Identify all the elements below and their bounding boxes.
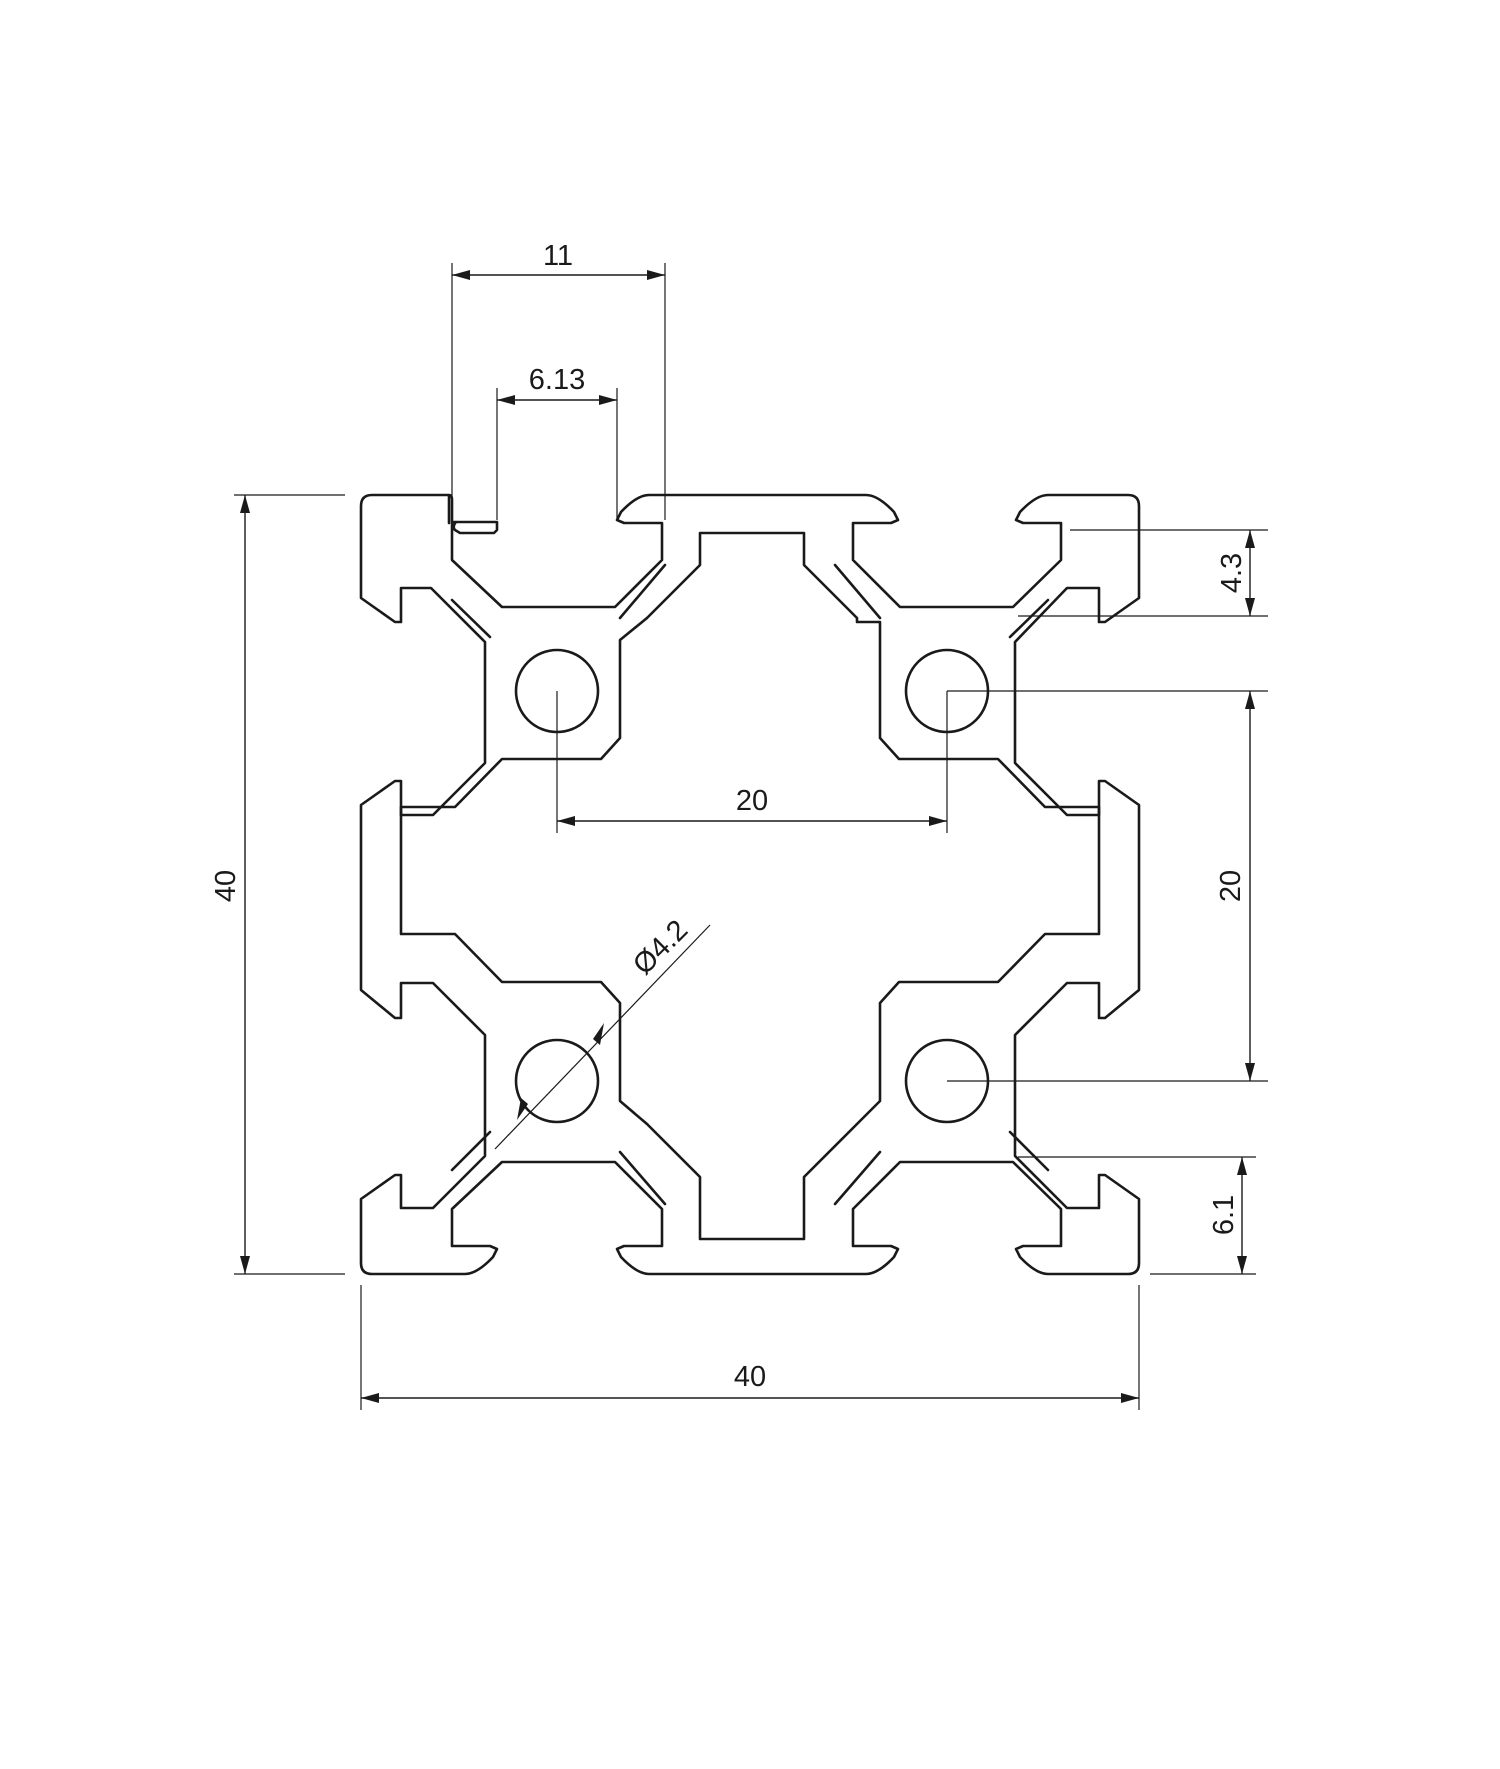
profile-corner-webs xyxy=(450,563,1050,1206)
bore-bottom-left xyxy=(514,1038,600,1124)
bores xyxy=(514,648,990,1124)
dim-overall-width-label: 40 xyxy=(734,1361,766,1393)
dimension-labels: 11 6.13 20 40 40 20 4.3 6.1 Ø4.2 xyxy=(210,240,1248,1393)
dim-bore-spacing-vertical-label: 20 xyxy=(1215,870,1247,902)
dim-top-lip-depth-label: 4.3 xyxy=(1216,553,1248,593)
dim-slot-width-label: 11 xyxy=(543,240,573,272)
aluminum-profile xyxy=(359,493,1141,1276)
profile-center-cavity xyxy=(399,531,1101,1241)
dim-bore-diameter-label: Ø4.2 xyxy=(627,914,694,981)
dim-bore-spacing-horizontal-label: 20 xyxy=(736,785,768,817)
dim-slot-opening-label: 6.13 xyxy=(529,364,585,396)
profile-outer-contour xyxy=(359,493,1141,1276)
dim-overall-height-label: 40 xyxy=(210,870,242,902)
dim-bottom-lip-depth-label: 6.1 xyxy=(1208,1195,1240,1235)
extension-lines xyxy=(234,263,1268,1410)
dimension-lines xyxy=(240,270,1255,1403)
